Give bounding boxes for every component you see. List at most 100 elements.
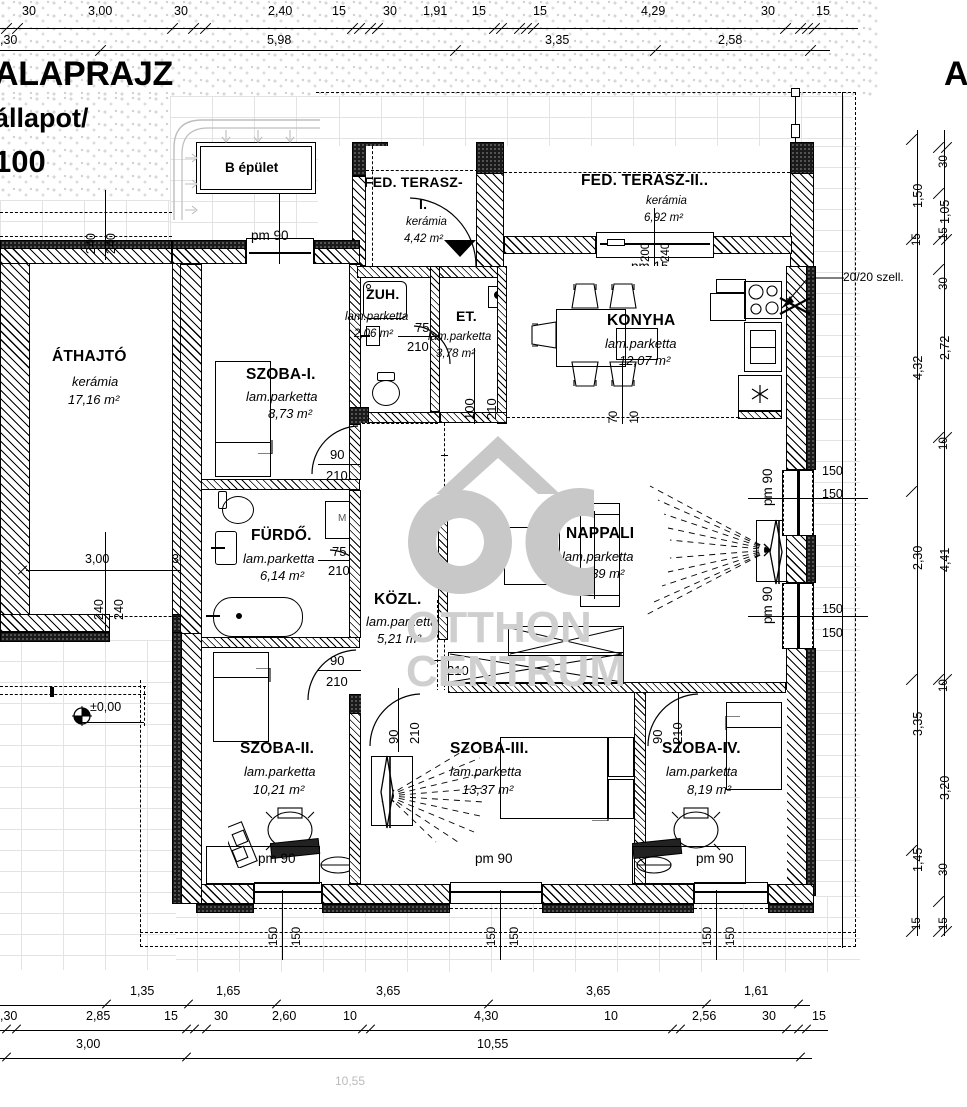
dim-right-out-230: 2,30 (911, 545, 925, 570)
zuh-sink-tap (361, 335, 370, 337)
room-name-et: ET. (456, 308, 477, 324)
furdo-washer-letter: M (338, 513, 347, 524)
furdo-door-210: 210 (328, 563, 350, 578)
room-name-szoba2: SZOBA-II. (240, 740, 315, 757)
szoba4-tv-icon (632, 838, 683, 860)
szoba3-top-door-dimline (398, 688, 400, 752)
dim-right-in-441: 4,41 (938, 547, 952, 572)
dim-bot2-2: 15 (164, 1009, 178, 1023)
w150-b2-line (500, 890, 501, 960)
corridor-storage-2 (508, 626, 624, 656)
dash-konyha-nappali (507, 417, 739, 418)
et-floor (440, 278, 502, 412)
dim-top2-1: 5,98 (267, 33, 292, 47)
insul-bottom-4 (768, 904, 814, 913)
west-block-floor (200, 264, 360, 884)
wall-terasz2-bottom-r (712, 236, 792, 254)
dim-line-top-2 (0, 50, 830, 52)
dim-bot3-1: 10,55 (477, 1037, 509, 1051)
room-material-terasz2: kerámia (646, 195, 687, 207)
room-name-terasz2: FED. TERASZ-II.. (581, 172, 709, 189)
room-material-terasz1: kerámia (406, 216, 447, 228)
furdo-wc-icon (222, 496, 254, 524)
pavement-right-band (812, 146, 860, 896)
wall-et-bottom (440, 412, 507, 423)
wall-right-mid (786, 535, 808, 583)
site-boundary-left (140, 680, 141, 947)
szoba4-door-swing-icon (647, 693, 699, 747)
wall-terasz2-bottom-l (504, 236, 596, 254)
outbuilding-plate-inner (200, 146, 312, 190)
room-area-terasz1: 4,42 m² (404, 233, 443, 245)
szoba3-bed (500, 737, 608, 819)
terasz1-door-swing-icon (409, 197, 477, 267)
room-material-szoba4: lam.parketta (666, 764, 738, 779)
wall-szoba3-szoba4 (634, 690, 646, 884)
dim-top1-11: 15 (816, 4, 830, 18)
dim-bot2-10: 15 (812, 1009, 826, 1023)
dim-top1-0: 30 (22, 4, 36, 18)
terasz2-door-handle (607, 239, 625, 246)
room-area-szoba1: 8,73 m² (268, 406, 313, 421)
site-boundary-right (855, 92, 856, 947)
nappali-sofa-arm-top (580, 503, 620, 515)
slope-arrow-terasz1-icon (444, 240, 476, 257)
room-material-szoba2: lam.parketta (244, 764, 316, 779)
room-name-furdo: FÜRDŐ. (251, 527, 312, 544)
room-material-zuh: lam.parketta (345, 311, 409, 323)
pm90-bottom-1: pm 90 (258, 851, 296, 866)
wall-athajto-left (0, 262, 30, 630)
room-name-zuh: ZUH. (366, 286, 400, 302)
dash-terasz1-top (366, 170, 478, 171)
room-name-kozl: KÖZL. (374, 591, 422, 608)
dash-left-top-1 (0, 212, 172, 213)
room-material-kozl: lam.parketta (366, 614, 438, 629)
pm90-right-2: pm 90 (760, 586, 775, 624)
szoba4-bed-fold-icon (725, 716, 740, 730)
zuh-shower-tray-icon (363, 281, 407, 319)
dim-right-in-320: 3,20 (938, 775, 952, 800)
szoba4-lamp-icon (636, 856, 672, 874)
pm90-bottom-3: pm 90 (696, 851, 734, 866)
site-boundary-bottom2 (140, 932, 856, 933)
szoba3-door-90: 90 (386, 729, 401, 744)
insul-right-lower (806, 648, 816, 896)
szoba4-door-210: 210 (670, 722, 685, 744)
dim-top1-6: 1,91 (423, 4, 448, 18)
dim-right-out-145: 1,45 (911, 847, 925, 872)
w150-right-2b: 150 (822, 626, 843, 640)
page-title: ALAPRAJZ (0, 55, 173, 93)
furdo-door-75: 75 (332, 544, 347, 559)
pm90-b3-box (632, 846, 746, 884)
szoba1-door-dimline (318, 464, 380, 466)
furdo-bathtub-tap (206, 615, 220, 617)
wall-zuh-right (430, 266, 440, 412)
szoba3-bed-folds-icon (592, 737, 609, 821)
pm90-top-label: pm 90 (251, 228, 289, 243)
dim-top1-5: 30 (383, 4, 397, 18)
dim-top2-3: 2,58 (718, 33, 743, 47)
szoba4-door-90: 90 (650, 729, 665, 744)
konyha-fridge-star-icon (751, 385, 769, 403)
room-name-athajto: ÁTHAJTÓ (52, 348, 127, 365)
dim-right-out-150: 1,50 (911, 183, 925, 208)
zuh-door-swing-icon (413, 325, 451, 365)
page-scale: 100 (0, 144, 46, 179)
dim-line-bottom-3 (0, 1058, 812, 1060)
room-material-furdo: lam.parketta (243, 551, 315, 566)
insul-left-lower (172, 632, 182, 904)
dim-bot3-0: 3,00 (76, 1037, 101, 1051)
room-name-szoba1: SZOBA-I. (246, 366, 316, 383)
konyha-upper-cab1 (716, 279, 746, 293)
corridor-storage-1 (448, 652, 624, 684)
konyha-sink-divider (750, 347, 776, 349)
outbuilding-label: B épület (225, 160, 279, 175)
room-area-athajto: 17,16 m² (68, 392, 120, 407)
w150-b3-line (716, 890, 717, 960)
room-name-konyha: KONYHA (607, 312, 676, 329)
dim-bot2-7: 10 (604, 1009, 618, 1023)
wall-zuh-bottom (357, 412, 440, 423)
room-material-szoba1: lam.parketta (246, 389, 318, 404)
dim-top2-0: ,30 (0, 33, 18, 47)
pavement-top-band (318, 96, 852, 146)
